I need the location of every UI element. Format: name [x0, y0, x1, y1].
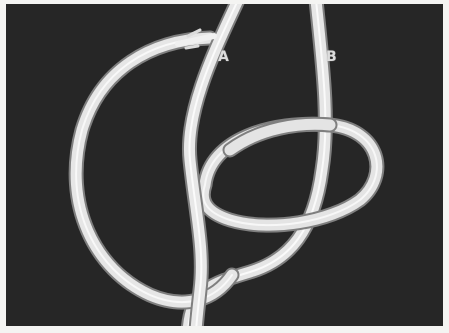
rope-inner-loop: [203, 124, 377, 225]
label-b: B: [326, 50, 337, 64]
rope-inner-loop-crossing: [230, 124, 330, 150]
label-a: A: [218, 50, 229, 64]
